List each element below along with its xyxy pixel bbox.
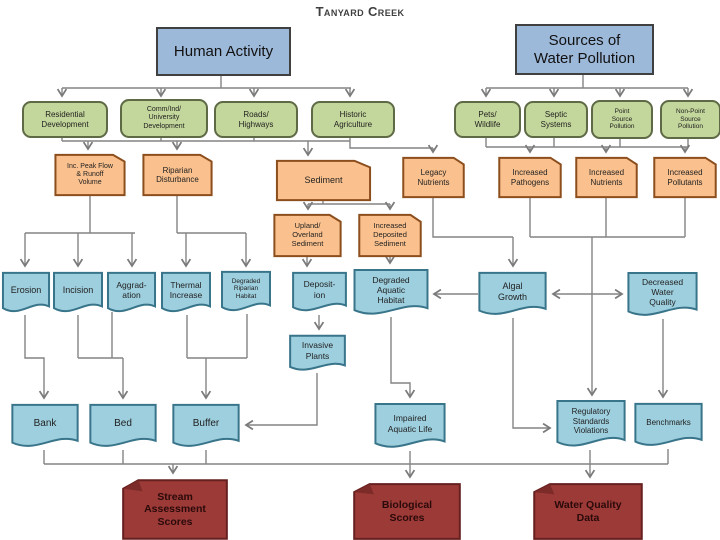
node-label: Impaired Aquatic Life <box>387 413 433 434</box>
node-label: Point Source Pollution <box>609 108 635 131</box>
node-label: Pets/ Wildlife <box>474 110 501 129</box>
node-incision: Incision <box>53 272 103 315</box>
node-biological-scores: Biological Scores <box>352 483 462 540</box>
node-label: Degraded Aquatic Habitat <box>372 274 410 305</box>
node-benchmarks: Benchmarks <box>634 403 703 449</box>
node-label: Regulatory Standards Violations <box>571 407 611 436</box>
node-pets-wildlife: Pets/ Wildlife <box>454 101 521 138</box>
node-stream-assessment-scores: Stream Assessment Scores <box>121 479 229 540</box>
node-label: Degraded Riparian Habitat <box>231 277 261 300</box>
node-label: Incision <box>62 284 94 295</box>
node-label: Biological Scores <box>381 499 433 524</box>
node-label: Buffer <box>192 417 220 429</box>
node-residential-development: Residential Development <box>22 101 108 138</box>
node-label: Water Quality Data <box>554 499 622 524</box>
node-label: Legacy Nutrients <box>417 168 450 187</box>
node-label: Aggrad- ation <box>116 279 147 300</box>
node-legacy-nutrients: Legacy Nutrients <box>402 157 465 198</box>
node-increased-deposited-sediment: Increased Deposited Sediment <box>358 214 422 257</box>
node-historic-agriculture: Historic Agriculture <box>311 101 395 138</box>
node-label: Upland/ Overland Sediment <box>291 221 324 248</box>
node-label: Algal Growth <box>497 280 527 302</box>
node-riparian-disturbance: Riparian Disturbance <box>142 154 213 196</box>
node-label: Benchmarks <box>646 417 691 427</box>
node-sources-water-pollution: Sources of Water Pollution <box>515 24 654 75</box>
node-label: Erosion <box>10 284 42 295</box>
node-point-source-pollution: Point Source Pollution <box>591 100 653 139</box>
node-label: Bed <box>114 417 132 429</box>
node-degraded-riparian-habitat: Degraded Riparian Habitat <box>221 271 271 314</box>
node-label: Deposit- ion <box>303 279 336 300</box>
node-label: Stream Assessment Scores <box>144 490 206 528</box>
node-label: Sources of Water Pollution <box>533 31 636 67</box>
node-label: Thermal Increase <box>169 279 203 300</box>
node-thermal-increase: Thermal Increase <box>161 272 211 315</box>
node-label: Decreased Water Quality <box>641 276 684 307</box>
node-label: Septic Systems <box>540 110 572 129</box>
node-label: Invasive Plants <box>301 340 334 361</box>
node-label: Inc. Peak Flow & Runoff Volume <box>67 162 113 187</box>
node-erosion: Erosion <box>2 272 50 315</box>
node-label: Human Activity <box>173 42 274 60</box>
node-aggradation: Aggrad- ation <box>107 272 156 315</box>
node-label: Bank <box>33 417 57 429</box>
node-label: Non-Point Source Pollution <box>676 108 705 131</box>
node-septic-systems: Septic Systems <box>524 101 588 138</box>
node-algal-growth: Algal Growth <box>478 272 547 318</box>
node-label: Increased Pathogens <box>510 168 550 187</box>
node-label: Increased Deposited Sediment <box>373 221 407 248</box>
node-invasive-plants: Invasive Plants <box>289 335 346 373</box>
node-increased-pollutants: Increased Pollutants <box>653 157 717 198</box>
node-upland-overland-sediment: Upland/ Overland Sediment <box>273 214 342 257</box>
node-deposition: Deposit- ion <box>292 272 347 314</box>
node-label: Historic Agriculture <box>333 110 373 129</box>
node-water-quality-data: Water Quality Data <box>532 483 644 540</box>
node-bed: Bed <box>89 404 157 450</box>
node-sediment: Sediment <box>275 159 372 202</box>
node-label: Sediment <box>304 175 343 186</box>
node-buffer: Buffer <box>172 404 240 450</box>
node-label: Roads/ Highways <box>238 110 274 129</box>
node-label: Increased Nutrients <box>588 168 625 187</box>
node-non-point-source-pollution: Non-Point Source Pollution <box>660 100 720 139</box>
node-increased-pathogens: Increased Pathogens <box>498 157 562 198</box>
node-inc-peak-flow: Inc. Peak Flow & Runoff Volume <box>54 154 126 196</box>
node-label: Comm/Ind/ University Development <box>143 106 185 130</box>
node-roads-highways: Roads/ Highways <box>214 101 298 138</box>
node-human-activity: Human Activity <box>156 27 291 76</box>
node-decreased-water-quality: Decreased Water Quality <box>627 272 698 319</box>
node-regulatory-standards-violations: Regulatory Standards Violations <box>556 400 626 450</box>
node-label: Riparian Disturbance <box>156 165 199 184</box>
node-increased-nutrients: Increased Nutrients <box>575 157 638 198</box>
page-title: Tanyard Creek <box>315 4 405 19</box>
node-label: Increased Pollutants <box>667 168 703 187</box>
node-bank: Bank <box>11 404 79 450</box>
node-comm-ind-university: Comm/Ind/ University Development <box>120 99 208 138</box>
node-degraded-aquatic-habitat: Degraded Aquatic Habitat <box>353 269 429 318</box>
node-impaired-aquatic-life: Impaired Aquatic Life <box>374 403 446 451</box>
node-label: Residential Development <box>41 110 89 129</box>
